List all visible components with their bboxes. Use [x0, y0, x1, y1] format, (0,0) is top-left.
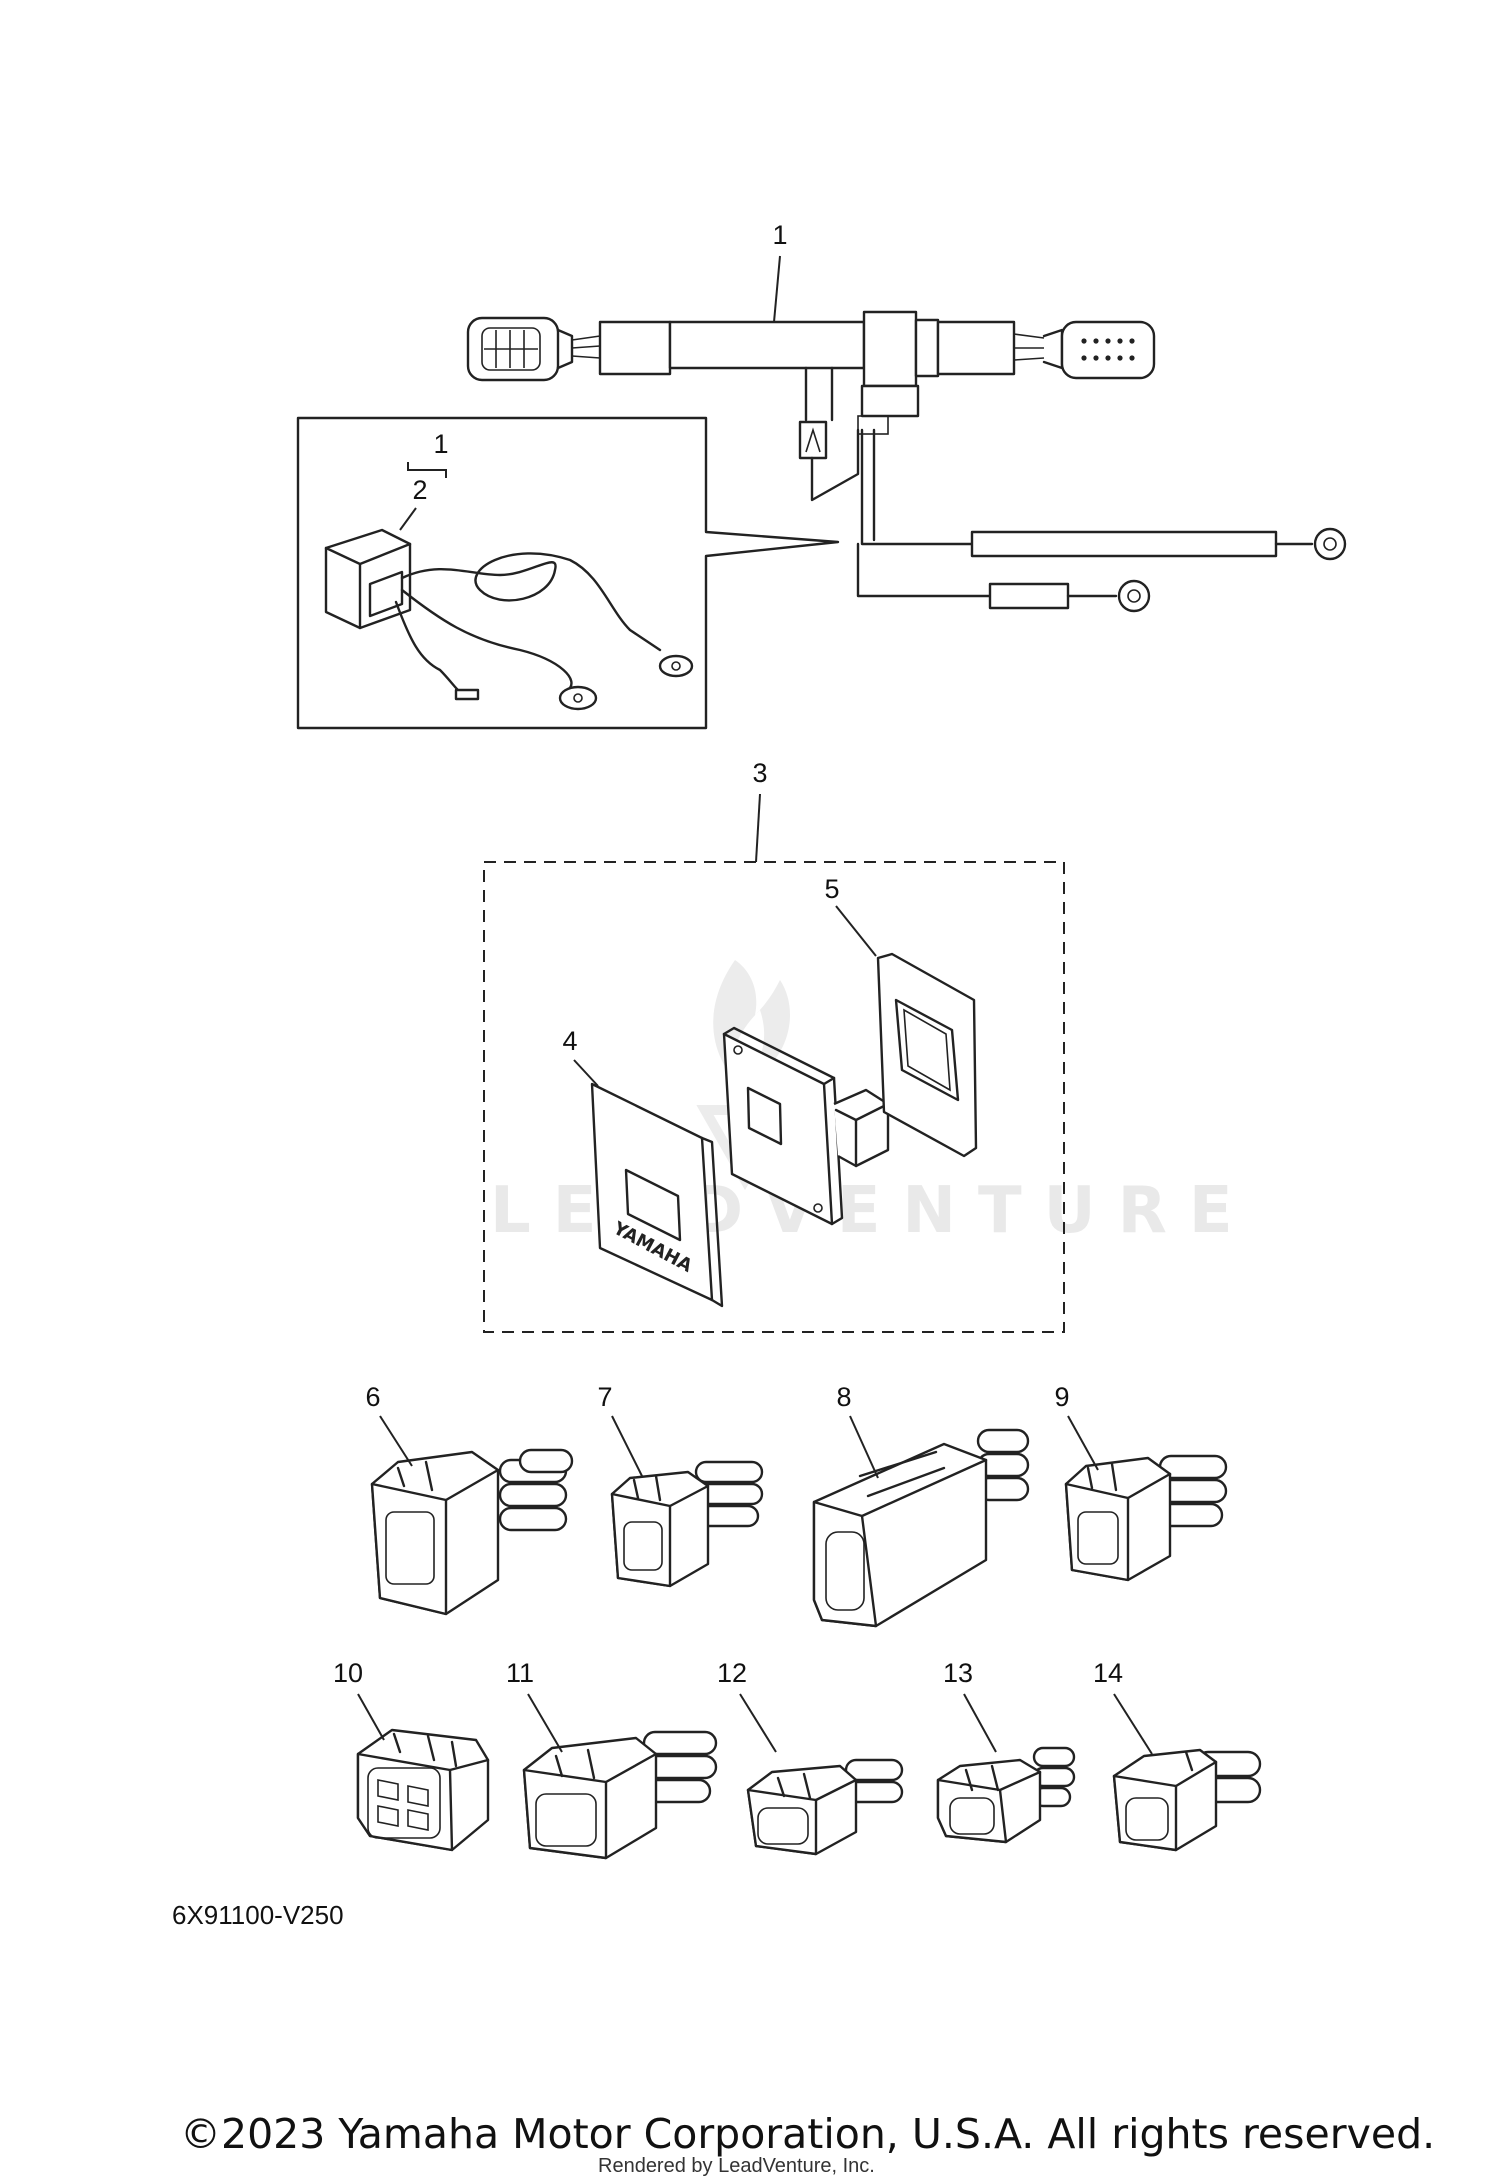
callout-9: 9	[1054, 1382, 1099, 1471]
svg-text:13: 13	[943, 1658, 973, 1688]
svg-text:3: 3	[752, 758, 767, 788]
callout-1-top: 1	[772, 220, 788, 323]
svg-text:6: 6	[365, 1382, 380, 1412]
svg-text:9: 9	[1054, 1382, 1069, 1412]
connector-part-9[interactable]	[1064, 1454, 1228, 1582]
callout-1-2-inset: 1 2	[399, 429, 449, 531]
callout-6: 6	[365, 1382, 413, 1467]
copyright-text: ©2023 Yamaha Motor Corporation, U.S.A. A…	[180, 2110, 1436, 2158]
callout-12: 12	[717, 1658, 777, 1753]
svg-text:14: 14	[1093, 1658, 1123, 1688]
connector-part-10[interactable]	[356, 1728, 490, 1852]
rendered-by-text: Rendered by LeadVenture, Inc.	[598, 2155, 875, 2177]
connector-part-12[interactable]	[746, 1758, 904, 1856]
wire-harness-assembly[interactable]	[466, 310, 1347, 613]
callout-8: 8	[836, 1382, 879, 1479]
cover-plate-part-4[interactable]: YAMAHA	[590, 1082, 724, 1308]
callout-5: 5	[824, 874, 877, 957]
callout-4: 4	[562, 1026, 599, 1087]
inset-detail-box	[296, 416, 840, 730]
callout-7: 7	[597, 1382, 643, 1477]
svg-text:4: 4	[562, 1026, 577, 1056]
callout-3: 3	[752, 758, 768, 863]
svg-text:2: 2	[412, 475, 427, 505]
callout-11: 11	[506, 1658, 563, 1753]
connector-part-11[interactable]	[522, 1730, 718, 1860]
callout-10: 10	[333, 1658, 385, 1741]
connector-part-7[interactable]	[610, 1460, 764, 1588]
svg-text:7: 7	[597, 1382, 612, 1412]
connector-part-6[interactable]	[370, 1448, 574, 1616]
gasket-part-5[interactable]	[876, 952, 978, 1158]
svg-text:12: 12	[717, 1658, 747, 1688]
connector-part-13[interactable]	[936, 1746, 1076, 1844]
connector-part-8[interactable]	[812, 1428, 1030, 1628]
svg-text:11: 11	[506, 1658, 534, 1688]
kit-boundary-3	[483, 861, 1065, 1333]
connector-part-14[interactable]	[1112, 1748, 1262, 1852]
relay-part-2[interactable]	[324, 528, 694, 711]
svg-text:10: 10	[333, 1658, 363, 1688]
callout-14: 14	[1093, 1658, 1153, 1755]
diagram-code: 6X91100-V250	[172, 1900, 344, 1930]
callout-13: 13	[943, 1658, 997, 1753]
svg-text:8: 8	[836, 1382, 851, 1412]
svg-text:5: 5	[824, 874, 839, 904]
svg-text:1: 1	[772, 220, 787, 250]
svg-text:1: 1	[433, 429, 448, 459]
meter-body[interactable]	[722, 1026, 890, 1226]
